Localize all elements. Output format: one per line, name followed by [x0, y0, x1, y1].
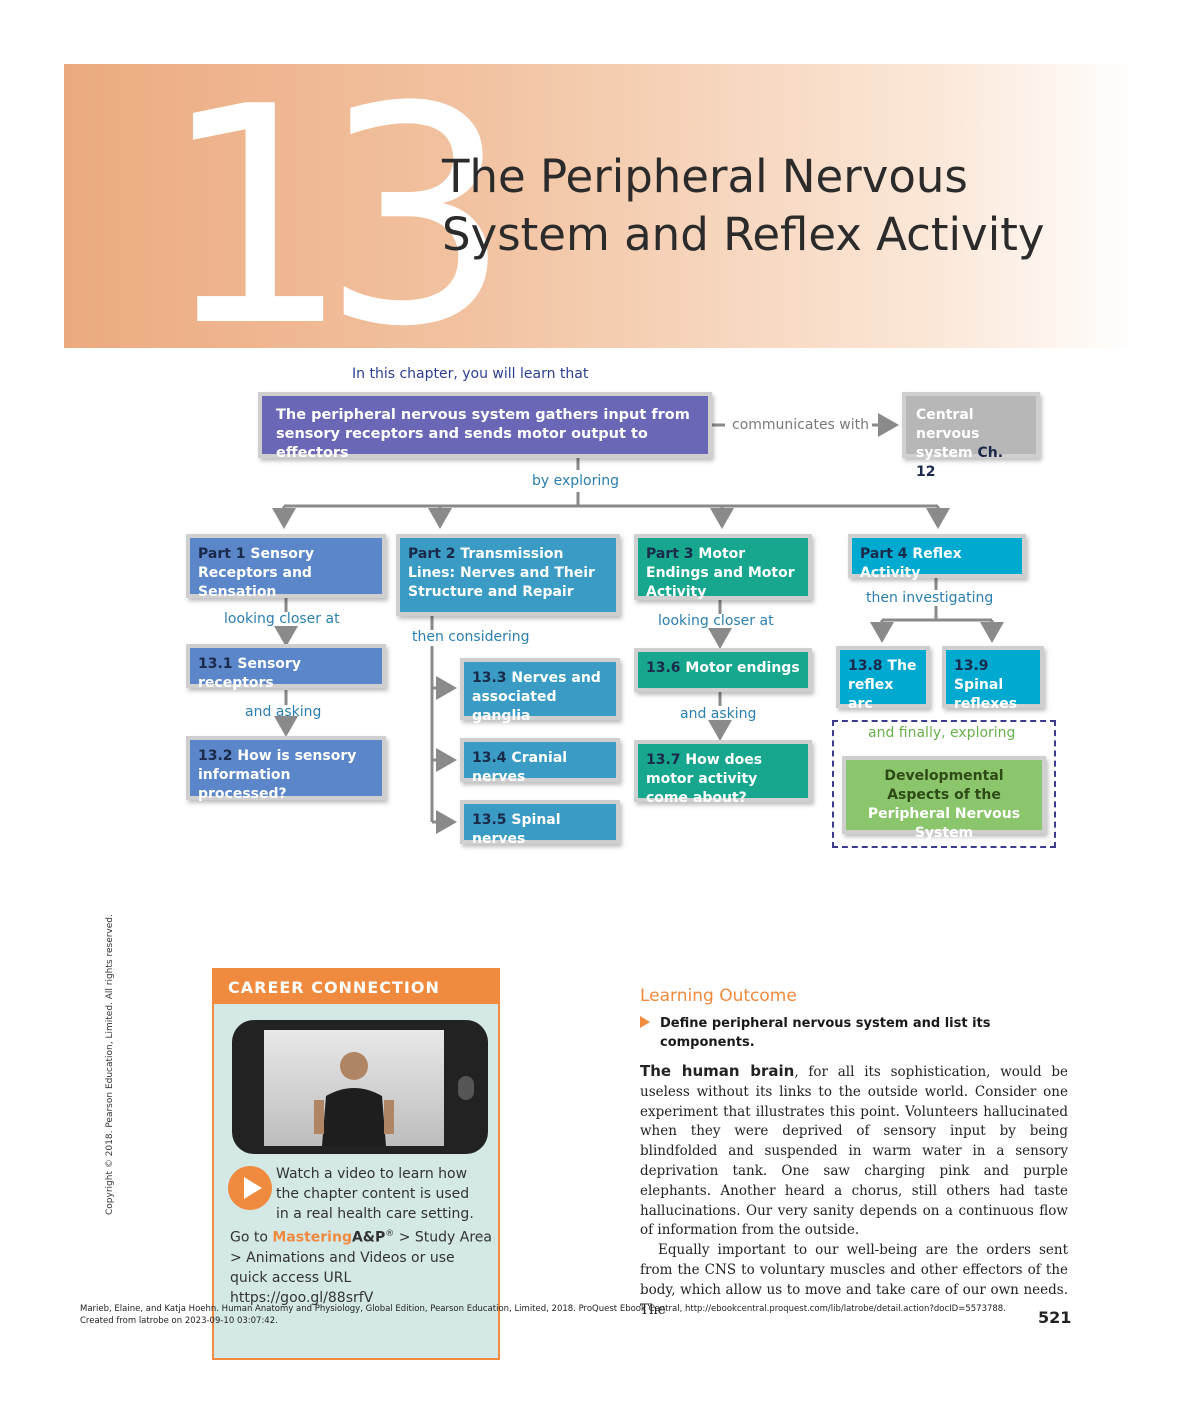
section-13-5-number: 13.5 — [472, 812, 507, 828]
then-investigating-label: then investigating — [866, 590, 994, 606]
section-13-6-title: Motor endings — [685, 660, 800, 676]
section-13-9-box: 13.9 Spinal reflexes — [942, 646, 1044, 712]
part2-label: Part 2 — [408, 546, 456, 562]
section-13-4-number: 13.4 — [472, 750, 507, 766]
looking-closer-label-part1: looking closer at — [224, 611, 340, 627]
cns-box: Central nervous system Ch. 12 — [902, 392, 1040, 480]
body-text: The human brain, for all its sophisticat… — [640, 1062, 1068, 1320]
body-paragraph-1-text: , for all its sophistication, would be u… — [640, 1064, 1068, 1239]
citation-line-2: Created from latrobe on 2023-09-10 03:07… — [80, 1316, 278, 1326]
section-13-2-box: 13.2 How is sensory information processe… — [186, 736, 386, 802]
body-paragraph-2: Equally important to our well-being are … — [640, 1242, 1068, 1318]
phone-home-button — [458, 1076, 474, 1100]
section-13-5-box: 13.5 Spinal nerves — [460, 800, 620, 847]
section-13-6-box: 13.6 Motor endings — [634, 648, 812, 692]
concept-map-connectors — [272, 413, 1004, 834]
body-lead: The human brain — [640, 1062, 795, 1080]
section-13-7-title: How does motor activity come about? — [646, 752, 763, 806]
career-connection-heading: CAREER CONNECTION — [214, 970, 498, 1004]
part2-title: Transmission Lines: Nerves and Their Str… — [408, 546, 595, 600]
person-figure-icon — [314, 1052, 394, 1146]
section-13-9-title: Spinal reflexes — [954, 677, 1018, 712]
by-exploring-label: by exploring — [532, 473, 620, 489]
developmental-aspects-title: Peripheral Nervous System — [867, 806, 1021, 841]
copyright-notice: Copyright © 2018. Pearson Education, Lim… — [105, 914, 115, 1215]
section-13-7-number: 13.7 — [646, 752, 681, 768]
part4-title: Reflex Activity — [860, 546, 962, 581]
main-concept-box: The peripheral nervous system gathers in… — [258, 392, 712, 461]
part3-title: Motor Endings and Motor Activity — [646, 546, 795, 600]
ap-label: A&P — [351, 1229, 386, 1246]
learning-outcome-text: Define peripheral nervous system and lis… — [660, 1016, 991, 1050]
section-13-1-box: 13.1 Sensory receptors — [186, 644, 386, 691]
video-thumbnail[interactable] — [264, 1030, 444, 1146]
career-access-instructions: Go to MasteringA&P® > Study Area > Anima… — [230, 1224, 496, 1308]
part1-label: Part 1 — [198, 546, 246, 562]
section-13-7-box: 13.7 How does motor activity come about? — [634, 740, 812, 806]
main-concept-text: The peripheral nervous system gathers in… — [276, 407, 690, 461]
developmental-aspects-frame — [832, 720, 1056, 848]
and-asking-label-part1: and asking — [245, 704, 322, 720]
part1-title: Sensory Receptors and Sensation — [198, 546, 314, 600]
section-13-8-title: The reflex arc — [848, 658, 917, 712]
body-paragraph-1: The human brain, for all its sophisticat… — [640, 1062, 1068, 1241]
learning-outcome-heading: Learning Outcome — [640, 986, 797, 1006]
cns-chapter-ref: Ch. 12 — [916, 445, 1004, 480]
career-go-to: Go to — [230, 1229, 268, 1246]
section-13-4-box: 13.4 Cranial nerves — [460, 738, 620, 785]
chapter-banner — [64, 64, 1140, 348]
career-connection-panel: CAREER CONNECTION Watch a video to learn… — [212, 968, 500, 1360]
page-number: 521 — [1038, 1308, 1072, 1327]
section-13-8-number: 13.8 — [848, 658, 883, 674]
play-icon — [244, 1177, 262, 1199]
section-13-4-title: Cranial nerves — [472, 750, 568, 785]
section-13-3-title: Nerves and associated ganglia — [472, 670, 601, 724]
career-access-path: > Study Area > Animations and Videos or … — [230, 1229, 493, 1306]
part4-box: Part 4 Reflex Activity — [848, 534, 1026, 581]
citation-line-1: Marieb, Elaine, and Katja Hoehn. Human A… — [80, 1304, 1006, 1314]
part2-box: Part 2 Transmission Lines: Nerves and Th… — [396, 534, 620, 616]
and-asking-label-part3: and asking — [680, 706, 757, 722]
section-13-8-box: 13.8 The reflex arc — [836, 646, 930, 712]
section-13-3-box: 13.3 Nerves and associated ganglia — [460, 658, 620, 724]
mastering-link[interactable]: Mastering — [272, 1229, 352, 1246]
section-13-2-title: How is sensory information processed? — [198, 748, 357, 802]
citation-footer: Marieb, Elaine, and Katja Hoehn. Human A… — [80, 1303, 1040, 1327]
section-13-9-number: 13.9 — [954, 658, 989, 674]
part3-label: Part 3 — [646, 546, 694, 562]
bullet-arrow-icon — [640, 1016, 650, 1028]
section-13-1-number: 13.1 — [198, 656, 233, 672]
section-13-2-number: 13.2 — [198, 748, 233, 764]
video-phone-frame — [232, 1020, 488, 1154]
chapter-title: The Peripheral Nervous System and Reflex… — [442, 150, 1045, 261]
part3-box: Part 3 Motor Endings and Motor Activity — [634, 534, 812, 600]
section-13-6-number: 13.6 — [646, 660, 681, 676]
section-13-1-title: Sensory receptors — [198, 656, 301, 691]
registered-mark: ® — [385, 1229, 395, 1239]
concept-map-intro: In this chapter, you will learn that — [352, 366, 589, 382]
chapter-number: 13 — [160, 43, 512, 392]
and-finally-label: and finally, exploring — [868, 725, 1016, 741]
developmental-aspects-lead: Developmental Aspects of the — [884, 768, 1004, 803]
career-description: Watch a video to learn how the chapter c… — [276, 1166, 474, 1222]
communicates-with-label: communicates with — [732, 417, 869, 433]
looking-closer-label-part3: looking closer at — [658, 613, 774, 629]
then-considering-label: then considering — [412, 629, 530, 645]
developmental-aspects-box: Developmental Aspects of the Peripheral … — [842, 756, 1046, 841]
part4-label: Part 4 — [860, 546, 908, 562]
part1-box: Part 1 Sensory Receptors and Sensation — [186, 534, 386, 600]
section-13-5-title: Spinal nerves — [472, 812, 561, 847]
play-video-button[interactable] — [228, 1166, 272, 1210]
cns-title: Central nervous system — [916, 407, 980, 461]
section-13-3-number: 13.3 — [472, 670, 507, 686]
